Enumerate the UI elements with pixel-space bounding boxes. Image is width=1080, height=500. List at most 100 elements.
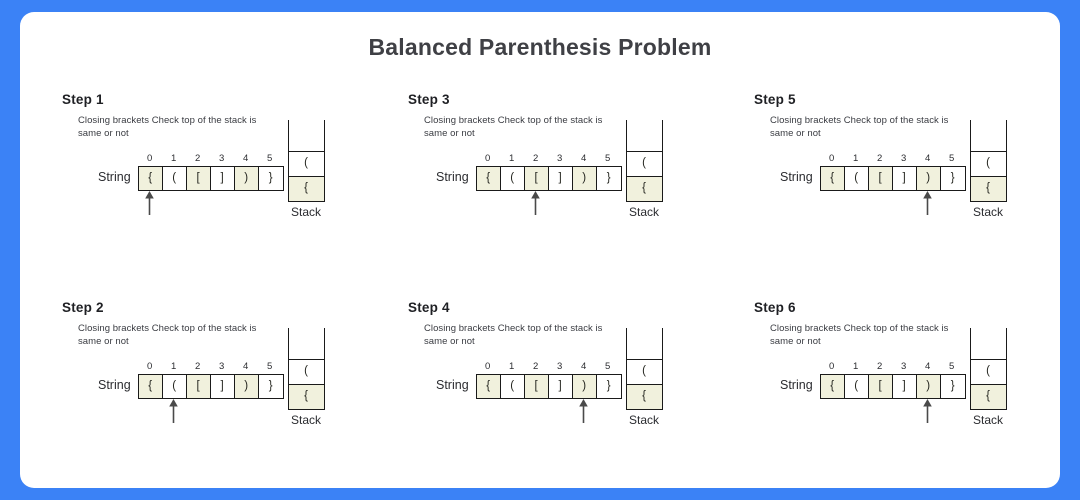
stack-container: ({ (969, 328, 1007, 410)
string-cell[interactable]: ) (916, 167, 941, 190)
string-cell[interactable]: ] (548, 167, 573, 190)
string-cell[interactable]: ) (234, 167, 259, 190)
index-label: 0 (829, 361, 835, 372)
string-cell[interactable]: } (258, 167, 283, 190)
string-cell[interactable]: ( (844, 375, 869, 398)
steps-row-bottom: Step 2 Closing brackets Check top of the … (20, 278, 1060, 482)
string-cell[interactable]: ] (210, 375, 235, 398)
string-cell[interactable]: ] (892, 375, 917, 398)
string-cell[interactable]: ) (572, 167, 597, 190)
index-label: 5 (267, 361, 273, 372)
pointer-arrow-icon (572, 399, 596, 423)
stack-label: Stack (972, 413, 1003, 427)
pointer-row (138, 191, 284, 217)
stack-label: Stack (628, 205, 659, 219)
string-cell[interactable]: [ (524, 167, 549, 190)
string-cell[interactable]: } (940, 167, 965, 190)
string-cell[interactable]: { (476, 167, 501, 190)
pointer-arrow-icon (916, 191, 940, 215)
string-cell[interactable]: } (258, 375, 283, 398)
string-cell[interactable]: [ (524, 375, 549, 398)
string-cell[interactable]: } (596, 167, 621, 190)
index-label: 2 (877, 361, 883, 372)
index-label: 4 (243, 361, 249, 372)
stack-cell[interactable]: { (626, 384, 662, 409)
string-label: String (780, 170, 813, 184)
stack-diagram: ({ Stack (960, 328, 1016, 427)
string-cells-row: {([])} (137, 374, 284, 399)
string-cell[interactable]: ) (234, 375, 259, 398)
stack-cell[interactable]: ( (288, 359, 324, 384)
string-cell[interactable]: { (820, 167, 845, 190)
string-cell[interactable]: [ (868, 167, 893, 190)
step-description: Closing brackets Check top of the stack … (424, 115, 603, 139)
string-label: String (436, 378, 469, 392)
string-cell[interactable]: ( (844, 167, 869, 190)
index-label: 3 (219, 153, 225, 164)
string-cell[interactable]: { (820, 375, 845, 398)
string-cell[interactable]: ) (572, 375, 597, 398)
index-label: 2 (533, 153, 539, 164)
index-label: 0 (147, 361, 153, 372)
string-cell[interactable]: ( (500, 167, 525, 190)
stack-cell[interactable]: ( (970, 151, 1006, 176)
stack-container: ({ (969, 120, 1007, 202)
string-cell[interactable]: } (596, 375, 621, 398)
string-cell[interactable]: [ (186, 167, 211, 190)
index-label: 3 (557, 361, 563, 372)
stack-container: ({ (625, 328, 663, 410)
stack-cell[interactable]: ( (970, 359, 1006, 384)
stack-cell[interactable]: { (288, 384, 324, 409)
index-label: 1 (171, 153, 177, 164)
index-label: 5 (267, 153, 273, 164)
string-cells-row: {([])} (819, 374, 966, 399)
step-description: Closing brackets Check top of the stack … (424, 323, 603, 347)
string-cell[interactable]: { (476, 375, 501, 398)
index-label: 5 (949, 153, 955, 164)
string-cell[interactable]: ] (892, 167, 917, 190)
string-cell[interactable]: ( (162, 375, 187, 398)
index-label: 2 (533, 361, 539, 372)
pointer-row (138, 399, 284, 425)
stack-cell[interactable]: { (626, 176, 662, 201)
string-label: String (98, 378, 131, 392)
string-cell[interactable]: ( (162, 167, 187, 190)
string-cell[interactable]: { (138, 167, 163, 190)
string-cell[interactable]: [ (186, 375, 211, 398)
string-label: String (436, 170, 469, 184)
stack-container: ({ (287, 328, 325, 410)
string-cell[interactable]: [ (868, 375, 893, 398)
string-cell[interactable]: ] (210, 167, 235, 190)
index-label: 1 (509, 361, 515, 372)
string-cell[interactable]: ( (500, 375, 525, 398)
string-cell[interactable]: ] (548, 375, 573, 398)
string-cells-row: {([])} (137, 166, 284, 191)
stack-label: Stack (290, 413, 321, 427)
step-description: Closing brackets Check top of the stack … (770, 115, 949, 139)
string-cell[interactable]: } (940, 375, 965, 398)
index-label: 5 (605, 153, 611, 164)
pointer-row (820, 191, 966, 217)
index-label: 1 (853, 153, 859, 164)
stack-cell[interactable]: ( (626, 359, 662, 384)
stack-cell[interactable]: { (970, 384, 1006, 409)
stack-cell[interactable]: { (288, 176, 324, 201)
string-cell[interactable]: ) (916, 375, 941, 398)
step-title: Step 1 (62, 92, 104, 107)
stack-cell[interactable]: ( (288, 151, 324, 176)
step-title: Step 2 (62, 300, 104, 315)
stack-cell[interactable]: ( (626, 151, 662, 176)
string-cell[interactable]: { (138, 375, 163, 398)
pointer-row (476, 399, 622, 425)
stack-cell[interactable]: { (970, 176, 1006, 201)
